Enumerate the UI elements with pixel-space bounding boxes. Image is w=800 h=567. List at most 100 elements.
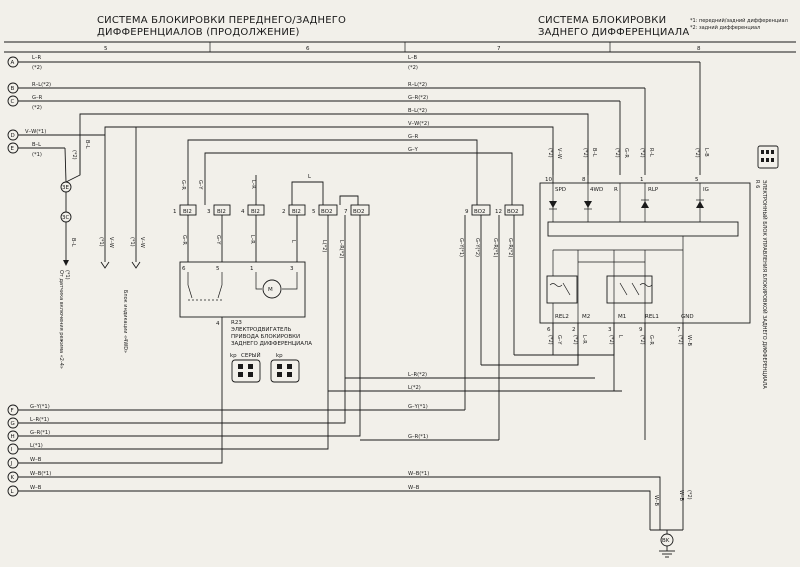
wire-H-label: G–R(*1) xyxy=(30,430,50,436)
conn-BO2-7: BO2 xyxy=(353,209,365,215)
wire-E-sub: (*1) xyxy=(32,152,42,158)
wire-H-mid: G–R(*1) xyxy=(408,434,428,440)
conn-BO2-7-pin: 7 xyxy=(344,209,348,215)
connector-row: L–R L G–R G–Y BI2 1 BI2 3 BI2 4 BI2 2 BO… xyxy=(173,174,524,216)
ecu-top-sub-4: (*2) xyxy=(694,148,700,158)
ecu-top-wire-0: V–W xyxy=(556,148,562,159)
ecu-block: (*2) V–W (*2) B–L (*2) G–R (*2) R–L (*2)… xyxy=(539,140,779,470)
connector-3E: 3E xyxy=(62,185,69,191)
motor-out-GY: G–Y xyxy=(215,235,221,245)
motor-kp-2: kp xyxy=(276,353,283,359)
conn-BI2-3-pin: 3 xyxy=(207,209,211,215)
motor-out-LR: L–R xyxy=(249,235,255,244)
ecu-bot-wire-4: W–B xyxy=(686,335,692,346)
col-wire-GY: G–Y xyxy=(197,180,203,190)
terminal-J: J xyxy=(10,461,13,467)
ground-wire-2: W–B xyxy=(678,490,684,501)
ecu-top-wire-4: L–B xyxy=(703,148,709,157)
conn-BO2-12: BO2 xyxy=(507,209,519,215)
frame: 5 6 7 8 xyxy=(4,41,796,53)
terminal-G: G xyxy=(11,421,15,427)
mid-label-3: (*1) xyxy=(129,237,135,247)
ecu-bot-name-0: REL2 xyxy=(555,314,569,320)
bottom-wires: F G H I J K L G–Y(*1) G–Y(*1) L–R(*1) G–… xyxy=(7,378,692,558)
motor-out-L: L xyxy=(290,240,296,243)
ecu-bot-wire-0: G–Y xyxy=(556,335,562,345)
mid-label-2: V–W xyxy=(139,237,145,248)
wire-F-label: G–Y(*1) xyxy=(30,404,50,410)
column-7: 7 xyxy=(497,46,501,52)
ecu-top-num-3: 1 xyxy=(640,177,644,183)
ecu-bot-wire-1: L–R xyxy=(581,335,587,344)
column-6: 6 xyxy=(306,46,310,52)
col-wire-GR: G–R xyxy=(180,180,186,190)
bo2-col-GY2: G–Y(*2) xyxy=(474,238,480,257)
ground-wire-1: W–B xyxy=(653,495,659,506)
terminal-H: H xyxy=(11,434,15,440)
ecu-bot-sub-2: (*2) xyxy=(608,335,614,345)
mid-label-1: (*1) xyxy=(98,237,104,247)
conn-BO2-5-pin: 5 xyxy=(312,209,316,215)
motor-out-GR: G–R xyxy=(181,235,187,245)
conn-BO2-12-pin: 12 xyxy=(495,209,502,215)
ecu-bot-sub-3: (*2) xyxy=(639,335,645,345)
ecu-bot-num-4: 7 xyxy=(677,327,681,333)
ecu-bot-name-4: GND xyxy=(681,314,694,320)
ecu-top-sub-0: (*2) xyxy=(547,148,553,158)
column-5: 5 xyxy=(104,46,108,52)
ecu-top-name-0: SPD xyxy=(555,187,566,193)
conn-BO2-5: BO2 xyxy=(321,209,333,215)
wire-E-label: B–L xyxy=(32,142,41,148)
ecu-top-wire-3: R–L xyxy=(648,148,654,157)
ground-wire-2-sub: (*2) xyxy=(686,490,692,500)
wire-C-sub: (*2) xyxy=(32,105,42,111)
conn-BI2-2: BI2 xyxy=(292,209,301,215)
motor-pin-5: 5 xyxy=(216,266,220,272)
ecu-bot-name-3: REL1 xyxy=(645,314,659,320)
ecu-bot-sub-4: (*2) xyxy=(677,335,683,345)
ecu-desc: ЭЛЕКТРОННЫЙ БЛОК УПРАВЛЕНИЯ БЛОКИРОВКОЙ … xyxy=(761,180,768,389)
mid-note: Блок индикации «4WD» xyxy=(122,290,128,353)
conn-BI2-3: BI2 xyxy=(217,209,226,215)
wire-D-label: V–W(*1) xyxy=(25,129,46,135)
left-column-parts: (*2) B–L 3E 3C B–L От датчика включения … xyxy=(58,127,145,369)
conn-BI2-4-pin: 4 xyxy=(241,209,245,215)
ecu-top-num-1: 8 xyxy=(582,177,586,183)
ecu-bot-num-3: 9 xyxy=(639,327,643,333)
wire-BL-below: B–L xyxy=(70,238,76,247)
ecu-bot-wire-2: L xyxy=(617,335,623,338)
wire-C-label: G–R xyxy=(32,95,43,101)
motor-desc1: ЭЛЕКТРОДВИГАТЕЛЬ xyxy=(231,327,292,333)
ecu-bot-num-0: 6 xyxy=(547,327,551,333)
terminal-A: A xyxy=(11,60,15,66)
ecu-top-name-4: IG xyxy=(703,187,709,193)
ecu-top-name-2: R xyxy=(614,187,618,193)
motor-pin-4: 4 xyxy=(216,321,220,327)
terminal-B: B xyxy=(11,86,15,92)
connector-image-1 xyxy=(231,359,261,383)
wire-GR-right: G–R xyxy=(408,134,419,140)
bo2-col-GR2: G–R(*2) xyxy=(507,238,513,257)
title-right-line2: ЗАДНЕГО ДИФФЕРЕНЦИАЛА xyxy=(538,27,690,38)
note-1: *1: передний/задний дифференциал xyxy=(690,18,788,24)
motor-grey: СЕРЫЙ xyxy=(241,352,261,359)
wire-C-right: G–R(*2) xyxy=(408,95,428,101)
bo2-col-GR1: G–R(*1) xyxy=(492,238,498,257)
bo2-wires: L(*2) L–R(*2) G–Y(*1) G–Y(*2) G–R(*1) G–… xyxy=(321,215,622,440)
conn-BI2-1: BI2 xyxy=(183,209,192,215)
wire-A-right-sub: (*2) xyxy=(408,65,418,71)
motor-symbol: M xyxy=(268,287,273,293)
wire-L-label: W–B xyxy=(30,485,42,491)
left-vert-note2: (*1) xyxy=(64,270,70,280)
top-wires: L–R (*2) L–B (*2) R–L(*2) R–L(*2) G–R (*… xyxy=(18,55,701,205)
mid-label-0: V–W xyxy=(108,237,114,248)
terminal-I: I xyxy=(11,447,13,453)
ecu-top-sub-1: (*2) xyxy=(582,148,588,158)
wire-B-right: R–L(*2) xyxy=(408,82,427,88)
wire-K-mid: W–B(*1) xyxy=(408,471,429,477)
ecu-top-wire-1: B–L xyxy=(591,148,597,157)
connector-3C: 3C xyxy=(62,215,69,221)
wire-B-label: R–L(*2) xyxy=(32,82,51,88)
ecu-top-wire-2: G–R xyxy=(623,148,629,158)
